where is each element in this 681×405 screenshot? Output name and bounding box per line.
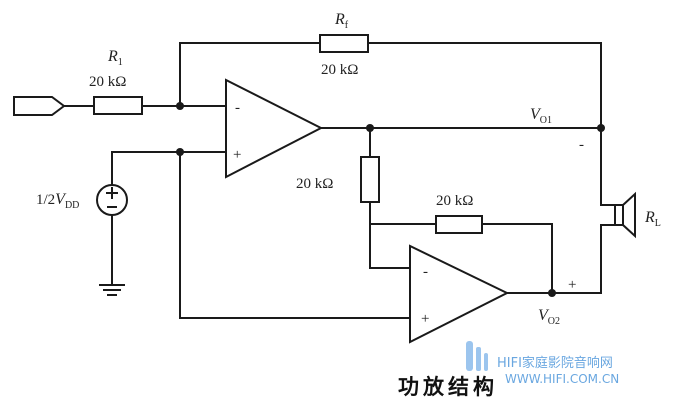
junction-vo2: [548, 289, 556, 297]
resistor-fb2: [435, 215, 483, 234]
r-fb2-value: 20 kΩ: [436, 193, 473, 209]
r-mid-value: 20 kΩ: [296, 176, 333, 192]
watermark-url: WWW.HIFI.COM.CN: [505, 372, 619, 386]
r1-label: R1: [107, 48, 123, 68]
resistor-r1: [93, 96, 143, 115]
op2-plus-sign: +: [421, 311, 429, 327]
speaker-icon: [614, 191, 636, 239]
rf-label: Rf: [334, 11, 349, 31]
rl-label: RL: [644, 209, 661, 229]
op2-minus-sign: -: [423, 264, 428, 280]
op1-plus-sign: +: [233, 147, 241, 163]
figure-caption: 功放结构: [398, 375, 498, 399]
junction-r1: [176, 102, 184, 110]
r1-value: 20 kΩ: [89, 74, 126, 90]
vo2-polarity: +: [568, 277, 576, 293]
watermark-brand: HIFI家庭影院音响网: [497, 355, 613, 371]
opamp-2: [409, 244, 510, 344]
source-label: 1/2VDD: [36, 191, 79, 211]
input-terminal: [13, 96, 66, 116]
op1-minus-sign: -: [235, 100, 240, 116]
rf-value: 20 kΩ: [321, 62, 358, 78]
vo2-label: VO2: [538, 307, 560, 327]
vo1-polarity: -: [579, 137, 584, 153]
vo1-label: VO1: [530, 106, 552, 126]
resistor-rf: [319, 34, 369, 53]
resistor-mid: [360, 156, 380, 203]
watermark: HIFI家庭影院音响网 WWW.HIFI.COM.CN: [466, 341, 619, 386]
opamp-1: [225, 78, 324, 179]
watermark-logo-icon: [466, 341, 488, 371]
